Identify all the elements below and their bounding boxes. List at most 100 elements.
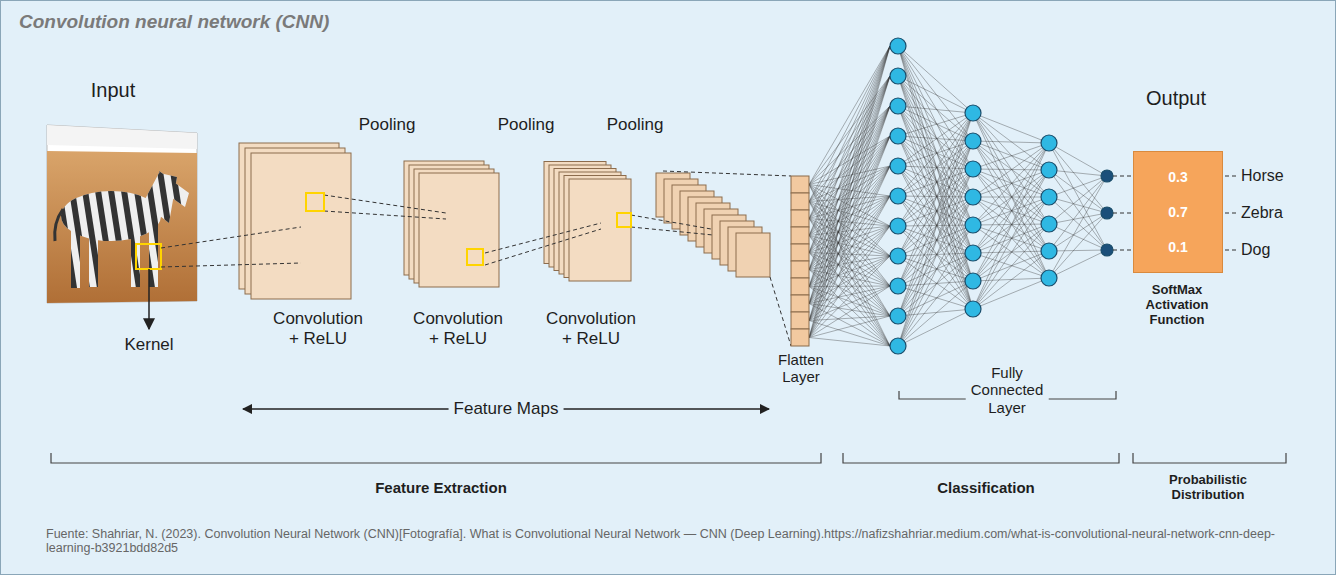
weight-line	[809, 236, 890, 257]
weight-line	[898, 113, 973, 286]
neuron	[1041, 162, 1057, 178]
flatten-cell	[791, 278, 809, 295]
weight-line	[898, 136, 973, 225]
weight-line	[809, 185, 890, 197]
weight-line	[809, 226, 890, 253]
weight-line	[898, 141, 973, 196]
weight-line	[898, 197, 973, 286]
kernel-square	[467, 249, 483, 265]
flatten-label: Flatten Layer	[778, 351, 824, 386]
softmax-label: SoftMax Activation Function	[1146, 283, 1209, 328]
map-stack	[239, 143, 351, 299]
weight-line	[973, 143, 1049, 197]
pooling-label: Pooling	[607, 115, 664, 135]
weight-line	[973, 169, 1049, 224]
figure-title: Convolution neural network (CNN)	[19, 11, 329, 33]
input-image	[47, 125, 201, 329]
feature-maps-label: Feature Maps	[449, 399, 564, 419]
weight-line	[1049, 176, 1107, 278]
dense-network	[791, 38, 1237, 354]
neuron	[965, 245, 981, 261]
neuron	[890, 338, 906, 354]
weight-line	[898, 281, 973, 346]
flatten-cell	[791, 176, 809, 193]
weight-line	[809, 76, 890, 287]
weight-line	[1049, 176, 1107, 251]
weight-line	[973, 197, 1049, 309]
map-stack	[544, 162, 631, 282]
weight-line	[973, 143, 1049, 281]
weight-line	[809, 270, 890, 287]
weight-line	[809, 286, 890, 288]
weight-line	[809, 106, 890, 270]
weight-line	[809, 253, 890, 257]
neuron	[890, 278, 906, 294]
kernel-square	[617, 213, 631, 227]
projection-line	[161, 263, 301, 267]
weight-line	[809, 196, 890, 321]
section-label: Feature Extraction	[375, 479, 507, 496]
weight-line	[809, 46, 890, 321]
weight-line	[1049, 176, 1107, 224]
weight-line	[809, 219, 890, 317]
map-layer	[419, 173, 499, 287]
probability-value: 0.7	[1168, 204, 1187, 220]
projection-line	[324, 195, 446, 213]
output-label: Output	[1146, 87, 1206, 110]
weight-line	[1049, 213, 1107, 278]
weight-line	[898, 309, 973, 346]
weight-line	[1049, 176, 1107, 197]
neuron	[965, 217, 981, 233]
weight-line	[898, 106, 973, 253]
weight-line	[898, 136, 973, 309]
weight-line	[898, 166, 973, 197]
weight-line	[898, 253, 973, 346]
weight-line	[898, 197, 973, 226]
projection-line	[485, 223, 601, 253]
weight-line	[809, 106, 890, 287]
weight-line	[1049, 250, 1107, 278]
weight-line	[809, 196, 890, 202]
weight-line	[973, 197, 1049, 224]
weight-line	[809, 236, 890, 347]
weight-line	[809, 219, 890, 227]
weight-line	[809, 46, 890, 202]
weight-line	[809, 136, 890, 287]
weight-line	[898, 197, 973, 316]
kernel-label: Kernel	[124, 335, 173, 355]
kernel-pointer	[148, 269, 150, 329]
neuron	[1041, 243, 1057, 259]
flatten-cell	[791, 244, 809, 261]
neuron	[890, 98, 906, 114]
convolution-label: Convolution + ReLU	[546, 309, 636, 348]
projection-line	[324, 211, 446, 219]
flatten-cell	[791, 193, 809, 210]
weight-line	[809, 270, 890, 317]
weight-line	[898, 136, 973, 253]
projection-line	[485, 229, 601, 265]
weight-line	[1049, 224, 1107, 250]
weight-line	[1049, 250, 1107, 251]
weight-line	[809, 136, 890, 304]
weight-line	[809, 106, 890, 185]
neuron	[1101, 207, 1113, 219]
weight-line	[898, 113, 973, 226]
projection-line	[631, 227, 713, 235]
map-layer	[569, 179, 631, 281]
weight-line	[809, 321, 890, 347]
neuron	[1101, 170, 1113, 182]
weight-line	[898, 169, 973, 226]
weight-line	[898, 76, 973, 225]
neuron	[890, 308, 906, 324]
weight-line	[898, 136, 973, 169]
projection-line	[663, 171, 791, 176]
flatten-cell	[791, 329, 809, 346]
pooling-label: Pooling	[498, 115, 555, 135]
neuron	[965, 133, 981, 149]
weight-line	[809, 219, 890, 347]
map-layer	[251, 153, 351, 299]
neuron	[890, 188, 906, 204]
weight-line	[973, 253, 1049, 278]
weight-line	[809, 136, 890, 321]
weight-line	[809, 46, 890, 338]
